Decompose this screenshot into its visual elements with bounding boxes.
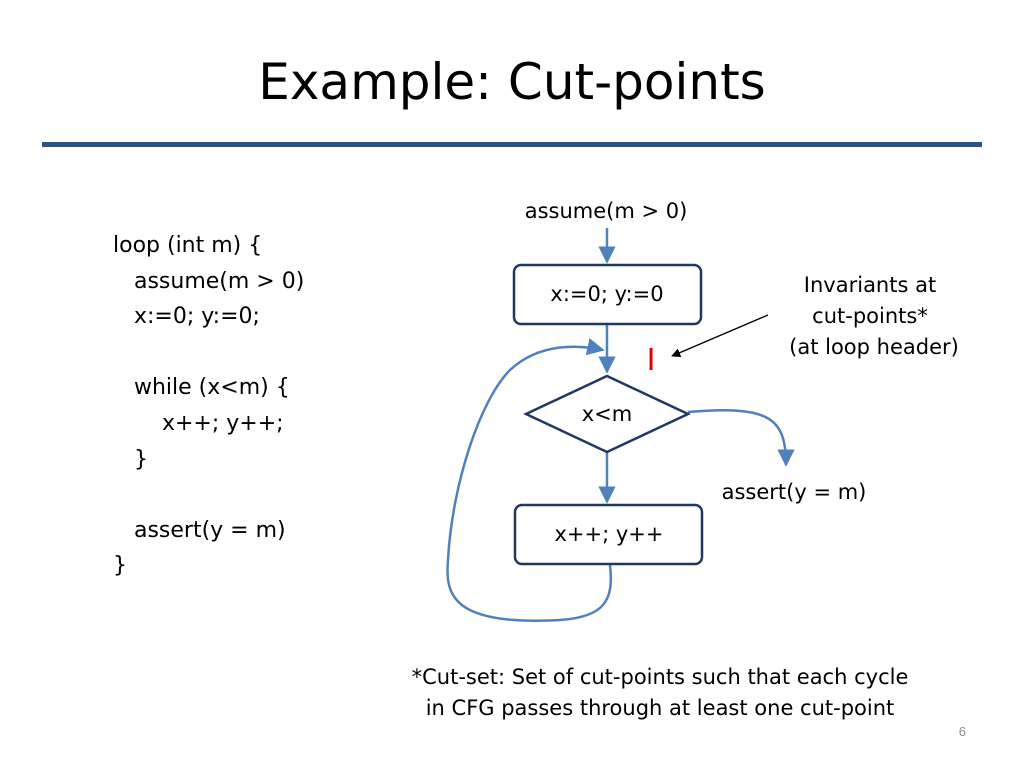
slide-title: Example: Cut-points bbox=[258, 53, 766, 111]
annotation: Invariants at cut-points* (at loop heade… bbox=[671, 273, 959, 359]
condition-node bbox=[523, 374, 691, 454]
annotation-line: cut-points* bbox=[812, 304, 928, 328]
edge-cond-exit bbox=[687, 408, 795, 467]
footnote: *Cut-set: Set of cut-points such that ea… bbox=[340, 662, 980, 724]
footnote-line: in CFG passes through at least one cut-p… bbox=[425, 696, 895, 720]
title-divider bbox=[42, 142, 982, 147]
annotation-line: Invariants at bbox=[804, 273, 936, 297]
condition-node-label: x<m bbox=[582, 402, 632, 426]
cfg-edges bbox=[446, 228, 795, 622]
code-line: assume(m > 0) bbox=[113, 268, 305, 294]
code-listing: loop (int m) { assume(m > 0) x:=0; y:=0;… bbox=[113, 228, 304, 584]
exit-label: assert(y = m) bbox=[722, 480, 867, 504]
code-line: while (x<m) { bbox=[113, 375, 290, 401]
body-node-label: x++; y++ bbox=[555, 522, 664, 546]
slide-number: 6 bbox=[958, 724, 966, 739]
code-line: loop (int m) { bbox=[113, 233, 263, 258]
entry-label: assume(m > 0) bbox=[525, 199, 688, 223]
footnote-line: *Cut-set: Set of cut-points such that ea… bbox=[411, 665, 909, 689]
init-node bbox=[512, 263, 703, 326]
code-line: } bbox=[113, 446, 148, 472]
body-node bbox=[513, 503, 704, 566]
code-line: assert(y = m) bbox=[113, 517, 286, 543]
code-line: } bbox=[113, 553, 127, 579]
annotation-line: (at loop header) bbox=[789, 335, 959, 359]
code-line: x++; y++; bbox=[113, 410, 284, 436]
init-node-label: x:=0; y:=0 bbox=[550, 282, 663, 306]
code-line: x:=0; y:=0; bbox=[113, 304, 260, 330]
annotation-arrow bbox=[671, 314, 769, 357]
edge-back-loop bbox=[446, 338, 613, 622]
invariant-marker: I bbox=[647, 343, 656, 378]
